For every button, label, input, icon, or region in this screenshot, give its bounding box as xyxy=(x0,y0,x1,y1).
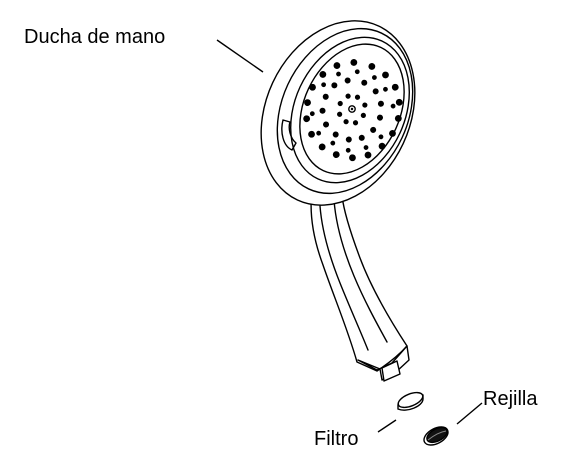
leader-lines xyxy=(216,39,483,433)
handle-ridge xyxy=(319,205,369,351)
bezel-notch xyxy=(281,119,297,151)
shower-head-ring xyxy=(290,36,410,184)
handle-ridge-2 xyxy=(333,199,388,343)
leader-screen xyxy=(456,402,483,425)
label-screen: Rejilla xyxy=(483,388,538,410)
spray-nozzles xyxy=(303,59,403,162)
filter-part xyxy=(397,391,424,411)
leader-filter xyxy=(377,419,397,433)
leader-hand-shower xyxy=(216,39,264,73)
shower-head-bezel-inner xyxy=(276,27,414,195)
screen-part xyxy=(423,426,449,446)
hand-shower-illustration xyxy=(260,20,416,382)
hose-connector-nut xyxy=(381,360,401,382)
label-hand-shower: Ducha de mano xyxy=(24,26,166,48)
shower-head-face xyxy=(299,43,405,175)
shower-handle xyxy=(310,189,408,372)
label-filter: Filtro xyxy=(314,428,359,450)
